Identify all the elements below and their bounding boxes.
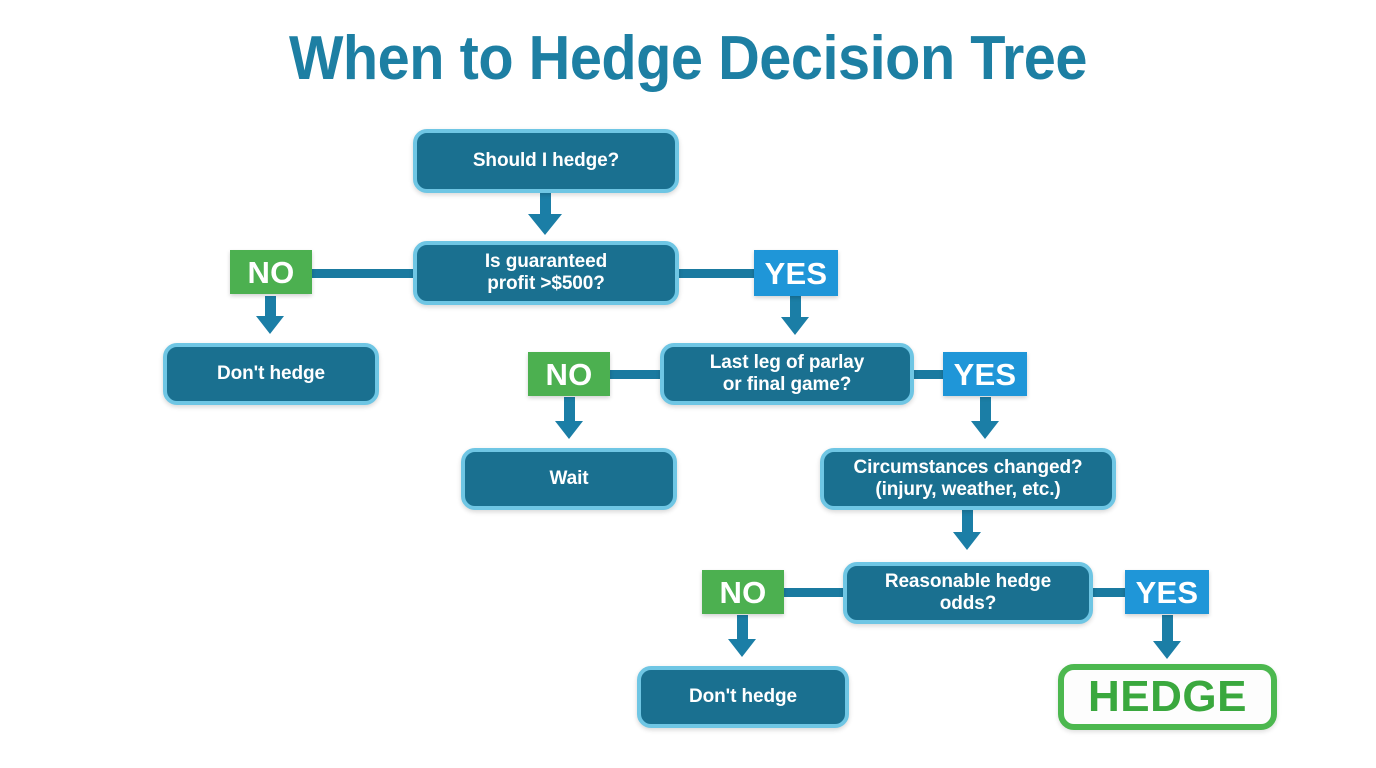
node-odds-line2: odds? — [939, 593, 997, 614]
node-wait[interactable]: Wait — [461, 448, 677, 510]
connector-profit-to-no — [305, 269, 420, 278]
connector-yes-to-circumstances — [980, 397, 991, 425]
node-circumstances-line1: Circumstances changed? — [853, 456, 1083, 478]
node-odds-line1: Reasonable hedge — [884, 570, 1052, 592]
node-circumstances-changed[interactable]: Circumstances changed? (injury, weather,… — [820, 448, 1116, 510]
connector-lastleg-to-no — [605, 370, 667, 379]
arrowhead-root-to-profit — [528, 214, 562, 235]
arrowhead-no-to-wait — [555, 421, 583, 439]
node-circumstances-line2: (injury, weather, etc.) — [875, 479, 1061, 500]
badge-no-odds-label: NO — [719, 574, 767, 610]
badge-yes-profit[interactable]: YES — [754, 250, 838, 296]
connector-yes-to-hedge — [1162, 615, 1173, 645]
node-hedge-label: HEDGE — [1088, 672, 1247, 721]
arrowhead-no-to-dont-hedge — [256, 316, 284, 334]
badge-yes-profit-label: YES — [764, 255, 828, 291]
node-dont-hedge-left-label: Don't hedge — [217, 362, 325, 384]
node-dont-hedge-bottom[interactable]: Don't hedge — [637, 666, 849, 728]
connector-root-to-profit — [540, 190, 551, 218]
node-is-guaranteed-profit[interactable]: Is guaranteed profit >$500? — [413, 241, 679, 305]
node-should-i-hedge-label: Should I hedge? — [472, 149, 620, 171]
node-is-guaranteed-profit-line2: profit >$500? — [487, 273, 605, 294]
node-dont-hedge-bottom-label: Don't hedge — [689, 685, 797, 707]
arrowhead-yes-to-circumstances — [971, 421, 999, 439]
badge-no-lastleg-label: NO — [545, 356, 593, 392]
badge-yes-lastleg-label: YES — [953, 356, 1017, 392]
connector-no-to-wait — [564, 397, 575, 425]
connector-circumstances-to-odds — [962, 508, 973, 536]
node-last-leg-of-parlay[interactable]: Last leg of parlay or final game? — [660, 343, 914, 405]
node-hedge-outcome[interactable]: HEDGE — [1058, 664, 1277, 730]
connector-profit-to-yes — [672, 269, 758, 278]
badge-yes-odds-label: YES — [1135, 574, 1199, 610]
node-wait-label: Wait — [549, 467, 589, 489]
badge-no-odds[interactable]: NO — [702, 570, 784, 614]
badge-yes-odds[interactable]: YES — [1125, 570, 1209, 614]
badge-no-profit[interactable]: NO — [230, 250, 312, 294]
node-reasonable-hedge-odds[interactable]: Reasonable hedge odds? — [843, 562, 1093, 624]
connector-odds-to-no — [779, 588, 847, 597]
connector-no-to-dont-hedge-2 — [737, 615, 748, 643]
connector-lastleg-to-yes — [908, 370, 946, 379]
arrowhead-no-to-dont-hedge-2 — [728, 639, 756, 657]
arrowhead-yes-to-hedge — [1153, 641, 1181, 659]
connector-yes-to-lastleg — [790, 296, 801, 321]
arrowhead-circumstances-to-odds — [953, 532, 981, 550]
connector-odds-to-yes — [1090, 588, 1125, 597]
node-should-i-hedge[interactable]: Should I hedge? — [413, 129, 679, 193]
node-last-leg-line1: Last leg of parlay — [709, 351, 865, 373]
connector-no-to-dont-hedge — [265, 296, 276, 320]
page-title: When to Hedge Decision Tree — [288, 24, 1088, 93]
node-is-guaranteed-profit-line1: Is guaranteed — [484, 250, 608, 272]
badge-no-profit-label: NO — [247, 254, 295, 290]
badge-yes-lastleg[interactable]: YES — [943, 352, 1027, 396]
node-dont-hedge-left[interactable]: Don't hedge — [163, 343, 379, 405]
badge-no-lastleg[interactable]: NO — [528, 352, 610, 396]
arrowhead-yes-to-lastleg — [781, 317, 809, 335]
node-last-leg-line2: or final game? — [722, 374, 852, 395]
